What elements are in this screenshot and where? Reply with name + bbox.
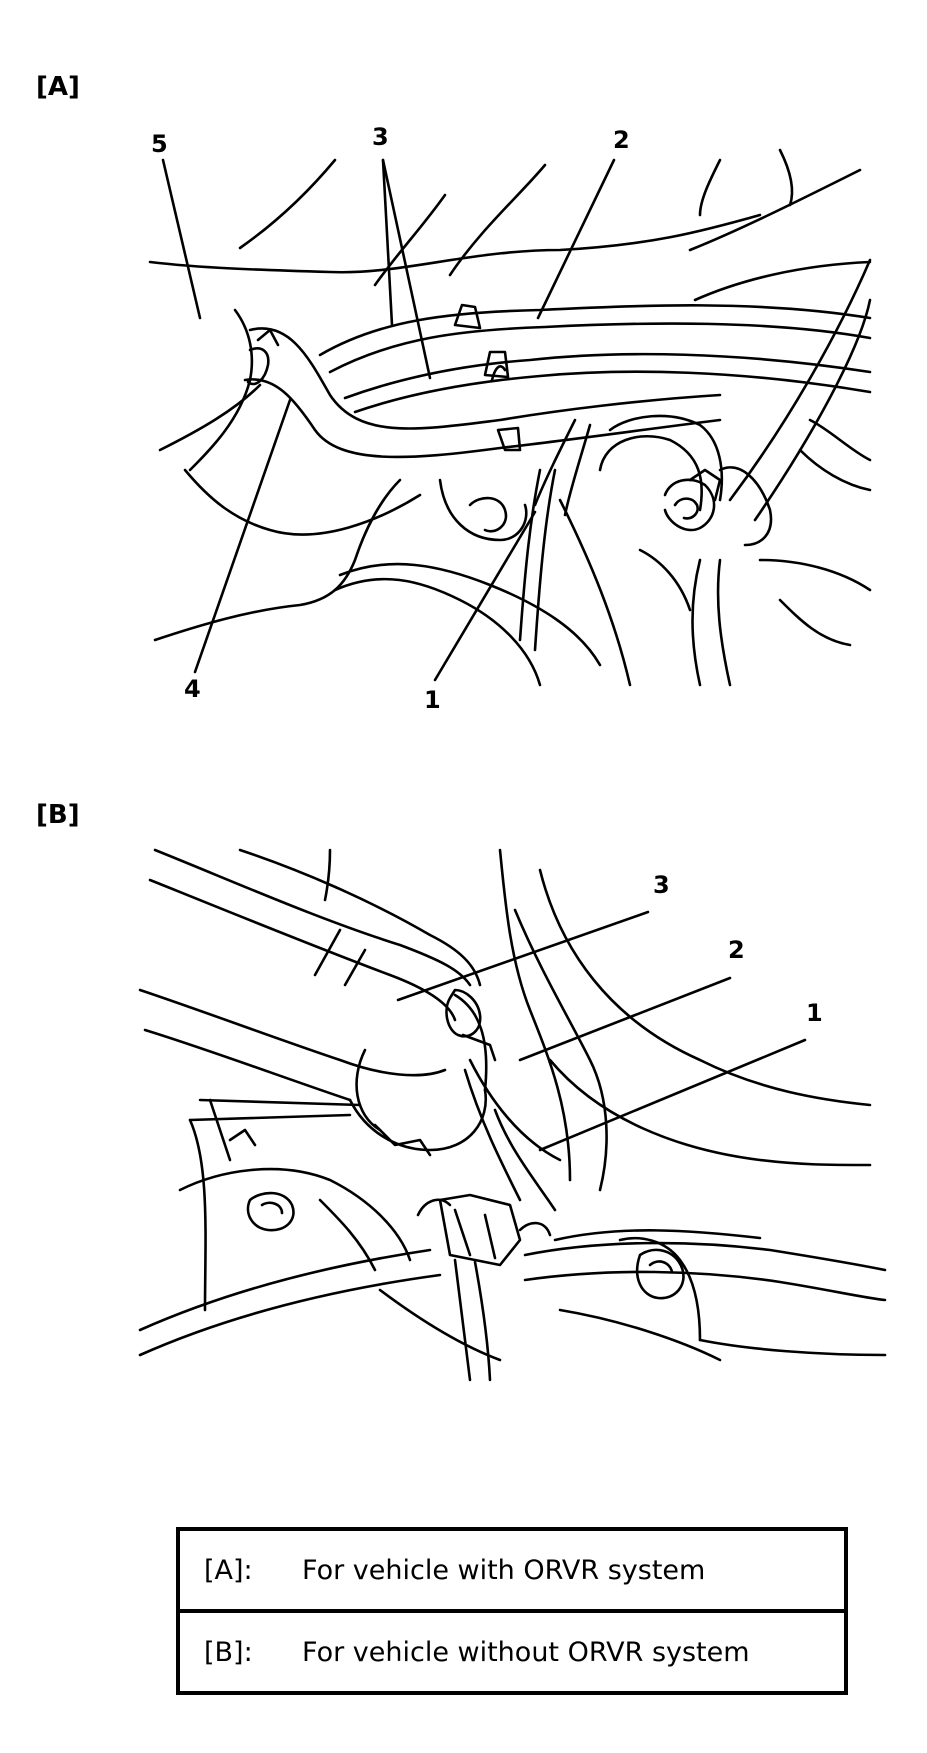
callout-a-5: 5 bbox=[151, 130, 168, 158]
callout-a-4: 4 bbox=[184, 675, 201, 703]
callout-a-2: 2 bbox=[613, 126, 630, 154]
section-b-label: [B] bbox=[36, 800, 80, 830]
leaders-b bbox=[396, 910, 807, 1152]
legend-key-a: [A]: bbox=[204, 1554, 253, 1586]
callout-b-3: 3 bbox=[653, 871, 670, 899]
callout-a-3: 3 bbox=[372, 123, 389, 151]
legend-desc-b: For vehicle without ORVR system bbox=[302, 1636, 750, 1668]
callout-b-1: 1 bbox=[806, 999, 823, 1027]
section-a-label: [A] bbox=[36, 72, 80, 102]
legend-table: [A]: For vehicle with ORVR system [B]: F… bbox=[176, 1527, 848, 1695]
leaders-a bbox=[161, 158, 616, 682]
legend-row-a: [A]: For vehicle with ORVR system bbox=[180, 1531, 844, 1609]
illustration-b bbox=[138, 848, 887, 1382]
legend-key-b: [B]: bbox=[204, 1636, 253, 1668]
legend-desc-a: For vehicle with ORVR system bbox=[302, 1554, 706, 1586]
callout-b-2: 2 bbox=[728, 936, 745, 964]
callout-a-1: 1 bbox=[424, 686, 441, 714]
legend-row-b: [B]: For vehicle without ORVR system bbox=[180, 1609, 844, 1691]
illustration-a bbox=[148, 148, 872, 687]
